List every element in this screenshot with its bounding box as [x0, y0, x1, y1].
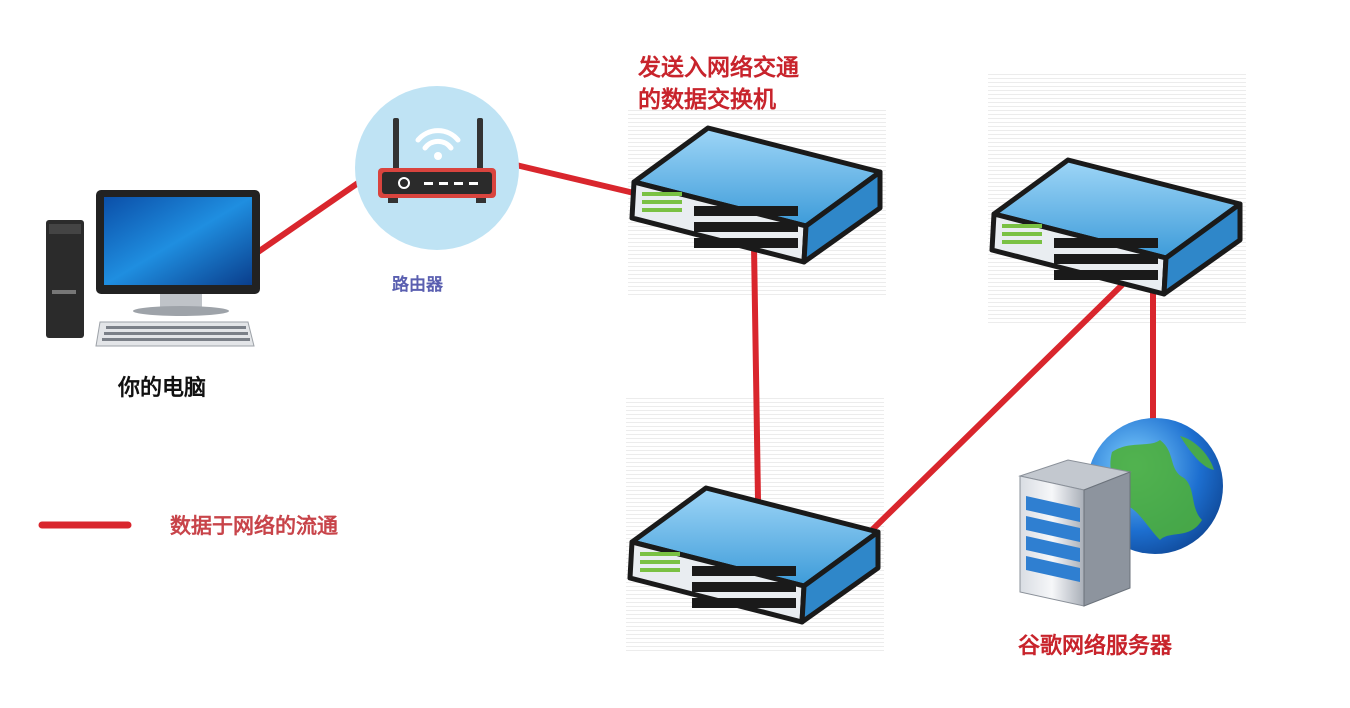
switch-top-label-line1: 发送入网络交通 [638, 55, 799, 81]
link-switch-bottom-right [869, 282, 1125, 533]
wifi-router-icon [355, 86, 519, 250]
link-computer-router [255, 180, 361, 255]
computer-label: 你的电脑 [118, 376, 207, 401]
router-label: 路由器 [392, 275, 443, 295]
link-lines [255, 162, 1156, 533]
switch-top [629, 125, 883, 265]
network-switch-icon [629, 125, 883, 265]
switch-bottom [627, 485, 881, 625]
desktop-computer-icon [46, 190, 260, 347]
switch-right [989, 157, 1243, 297]
switch-top-label: 发送入网络交通 的数据交换机 [638, 52, 799, 116]
switch-top-label-line2: 的数据交换机 [638, 87, 776, 113]
link-router-switch [513, 162, 637, 196]
legend-text: 数据于网络的流通 [170, 514, 338, 538]
server-label: 谷歌网络服务器 [1018, 634, 1173, 659]
link-switch-top-bottom [751, 243, 761, 503]
server-tower-icon [1018, 459, 1132, 607]
